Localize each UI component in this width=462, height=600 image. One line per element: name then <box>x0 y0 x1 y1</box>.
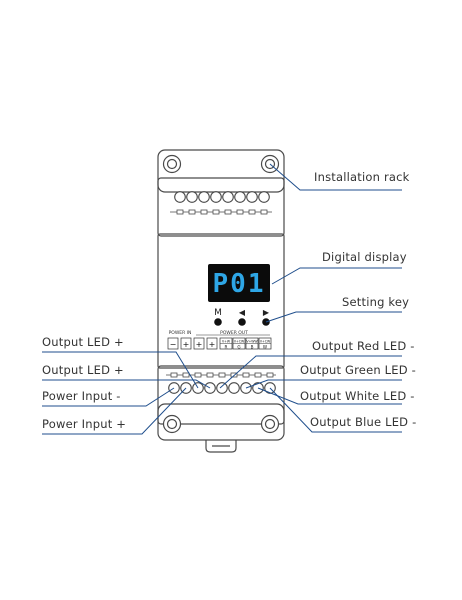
label-output-red-led: Output Red LED - <box>312 339 415 353</box>
power-in-label: POWER IN <box>169 330 192 336</box>
svg-text:+: + <box>196 340 203 349</box>
terminal-marking-minus: − <box>167 337 179 350</box>
device-body <box>157 149 285 453</box>
lower-terminal-slot <box>254 372 262 378</box>
svg-text:V+CW: V+CW <box>260 340 271 344</box>
svg-text:R: R <box>225 344 228 349</box>
leader-output-led-plus-1 <box>42 351 199 389</box>
upper-terminal-slot <box>260 209 268 215</box>
lower-screw-terminal <box>228 382 240 394</box>
label-power-input-plus: Power Input + <box>42 417 127 431</box>
leader-installation-rack <box>269 163 402 191</box>
svg-text:G: G <box>237 344 240 349</box>
key-m-button[interactable] <box>214 318 222 326</box>
lower-terminal-slot <box>194 372 202 378</box>
label-output-white-led: Output White LED - <box>300 389 415 403</box>
label-output-led-plus-2: Output LED + <box>42 363 124 377</box>
upper-terminal-slot <box>248 209 256 215</box>
output-channel-marking: V+WWB <box>245 337 258 350</box>
label-setting-key: Setting key <box>342 295 410 309</box>
lower-screw-terminal <box>216 382 228 394</box>
svg-text:V+WW: V+WW <box>246 340 258 344</box>
lower-terminal-slot <box>266 372 274 378</box>
leader-output-white <box>257 387 402 405</box>
leader-power-input-plus <box>42 387 187 435</box>
leader-digital-display <box>271 267 402 285</box>
display-readout: P01 <box>213 269 266 299</box>
label-digital-display: Digital display <box>322 250 407 264</box>
upper-screw-terminal <box>234 191 246 203</box>
upper-terminal-slot <box>200 209 208 215</box>
upper-terminal-slot <box>212 209 220 215</box>
svg-text:+: + <box>209 340 216 349</box>
digital-display <box>208 264 270 302</box>
leader-output-green <box>245 379 402 389</box>
power-out-label: POWER OUT <box>220 330 248 336</box>
lower-terminal-slot <box>242 372 250 378</box>
leader-output-led-plus-2 <box>42 379 211 389</box>
upper-screw-terminals <box>174 191 270 203</box>
upper-screw-terminal <box>210 191 222 203</box>
lower-terminal-slot <box>170 372 178 378</box>
upper-screw-terminal <box>222 191 234 203</box>
upper-terminal-slot <box>176 209 184 215</box>
svg-text:V+W: V+W <box>222 340 231 344</box>
key-left-button[interactable] <box>238 318 246 326</box>
svg-text:−: − <box>170 340 177 349</box>
upper-terminal-slot <box>188 209 196 215</box>
upper-screw-terminal <box>186 191 198 203</box>
terminal-marking-plus-1: + <box>180 337 192 350</box>
key-left-label: ◀ <box>239 308 246 317</box>
label-output-led-plus-1: Output LED + <box>42 335 124 349</box>
upper-screw-terminal <box>246 191 258 203</box>
key-m-label: M <box>214 308 222 318</box>
svg-text:V+CW: V+CW <box>234 340 245 344</box>
output-channel-marking: V+CWW <box>258 337 272 350</box>
lower-terminal-slot <box>206 372 214 378</box>
svg-text:W: W <box>263 344 267 349</box>
upper-screw-terminal <box>258 191 270 203</box>
mounting-hole-bottom-right <box>260 414 280 434</box>
svg-text:+: + <box>183 340 190 349</box>
label-output-blue-led: Output Blue LED - <box>310 415 417 429</box>
mounting-hole-top-left <box>162 154 182 174</box>
leader-power-input-minus <box>42 387 175 407</box>
svg-text:B: B <box>251 344 254 349</box>
leader-lines <box>42 163 402 435</box>
lower-terminal-slot <box>218 372 226 378</box>
lower-terminal-slots <box>166 372 276 378</box>
output-channel-marking: V+CWG <box>232 337 246 350</box>
mounting-hole-bottom-left <box>162 414 182 434</box>
terminal-marking-plus-3: + <box>206 337 218 350</box>
leader-output-blue <box>269 387 402 433</box>
upper-terminal-slot <box>224 209 232 215</box>
upper-terminal-slot <box>236 209 244 215</box>
leader-setting-key <box>265 311 402 323</box>
upper-screw-terminal <box>198 191 210 203</box>
label-power-input-minus: Power Input - <box>42 389 121 403</box>
upper-screw-terminal <box>174 191 186 203</box>
terminal-marking-plus-2: + <box>193 337 205 350</box>
key-right-label: ▶ <box>263 308 270 317</box>
leader-output-red <box>219 355 402 389</box>
upper-terminal-slots <box>170 209 272 215</box>
label-output-green-led: Output Green LED - <box>300 363 417 377</box>
label-installation-rack: Installation rack <box>314 170 410 184</box>
output-channel-marking: V+WR <box>219 337 233 350</box>
lower-terminal-slot <box>182 372 190 378</box>
